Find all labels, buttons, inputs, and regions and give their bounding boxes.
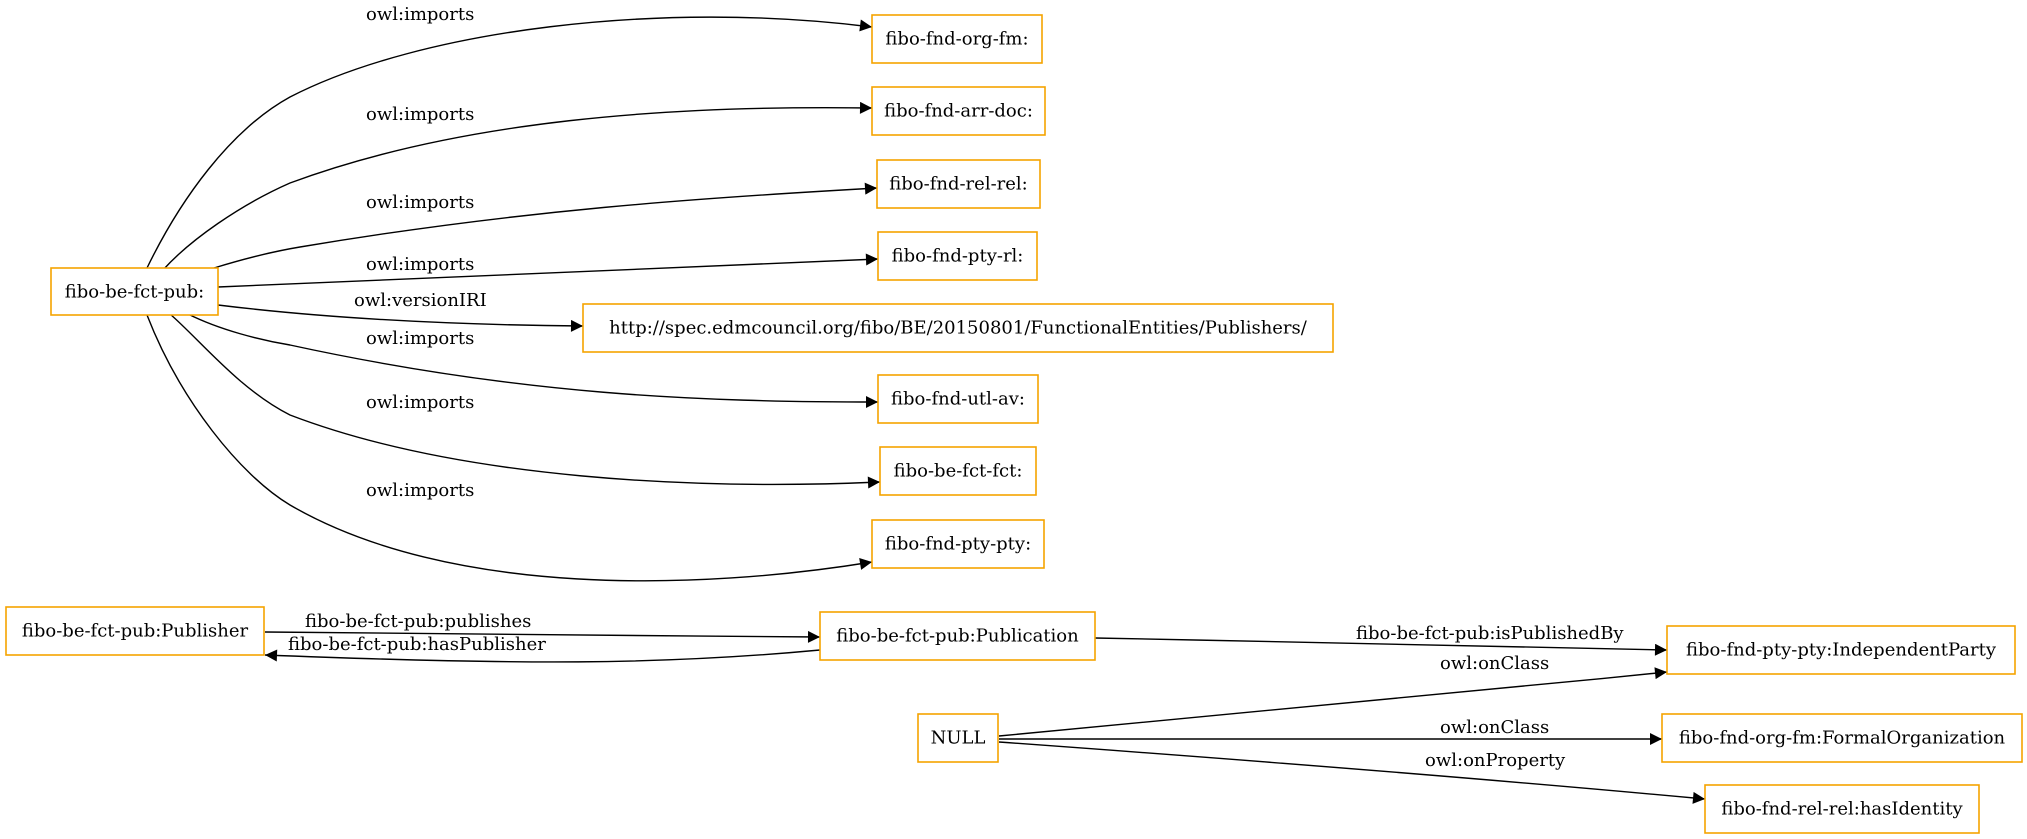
edge-imports-fct-fct	[169, 313, 881, 489]
node-pty-pty[interactable]: fibo-fnd-pty-pty:	[871, 519, 1045, 569]
node-label: http://spec.edmcouncil.org/fibo/BE/20150…	[609, 318, 1308, 339]
edge-label-imports-pty-rl: owl:imports	[366, 254, 474, 275]
node-label: fibo-fnd-org-fm:FormalOrganization	[1679, 728, 2006, 749]
node-label: NULL	[931, 728, 986, 749]
edge-imports-utl-av	[187, 313, 879, 408]
node-version-iri[interactable]: http://spec.edmcouncil.org/fibo/BE/20150…	[582, 303, 1334, 353]
node-label: fibo-fnd-rel-rel:hasIdentity	[1721, 799, 1963, 820]
edge-imports-arr-doc	[162, 101, 873, 271]
node-fct-fct[interactable]: fibo-be-fct-fct:	[879, 446, 1037, 496]
node-label: fibo-be-fct-pub:	[65, 282, 204, 303]
edge-label-imports-utl-av: owl:imports	[366, 328, 474, 349]
edge-version-iri	[217, 304, 584, 332]
edge-label-imports-pty-pty: owl:imports	[366, 480, 474, 501]
node-label: fibo-fnd-utl-av:	[891, 389, 1025, 410]
edge-imports-org-fm	[146, 16, 873, 269]
edge-label-version-iri: owl:versionIRI	[354, 290, 487, 311]
edge-label-is-published-by: fibo-be-fct-pub:isPublishedBy	[1356, 623, 1624, 644]
node-label: fibo-fnd-pty-rl:	[892, 246, 1024, 267]
node-pub-ontology[interactable]: fibo-be-fct-pub:	[50, 267, 219, 316]
node-publication[interactable]: fibo-be-fct-pub:Publication	[819, 611, 1096, 661]
node-org-fm[interactable]: fibo-fnd-org-fm:	[871, 14, 1043, 64]
node-publisher[interactable]: fibo-be-fct-pub:Publisher	[5, 606, 265, 656]
node-independent-party[interactable]: fibo-fnd-pty-pty:IndependentParty	[1666, 625, 2016, 675]
edge-on-class-independent	[998, 667, 1668, 737]
node-label: fibo-be-fct-pub:Publication	[836, 626, 1079, 647]
edge-label-imports-arr-doc: owl:imports	[366, 104, 474, 125]
node-pty-rl[interactable]: fibo-fnd-pty-rl:	[877, 231, 1038, 281]
node-label: fibo-be-fct-fct:	[894, 461, 1023, 482]
edge-publishes	[264, 630, 821, 643]
edge-has-publisher	[264, 649, 821, 663]
node-label: fibo-fnd-rel-rel:	[889, 174, 1027, 195]
node-null[interactable]: NULL	[917, 713, 999, 763]
edge-label-publishes: fibo-be-fct-pub:publishes	[305, 611, 531, 632]
node-label: fibo-fnd-arr-doc:	[884, 101, 1033, 122]
edge-imports-pty-rl	[217, 253, 879, 288]
node-label: fibo-fnd-pty-pty:IndependentParty	[1686, 640, 1997, 661]
edge-labels: owl:imports owl:imports owl:imports owl:…	[288, 4, 1624, 771]
edge-on-property	[998, 741, 1706, 804]
edge-label-has-publisher: fibo-be-fct-pub:hasPublisher	[288, 634, 546, 655]
node-label: fibo-fnd-pty-pty:	[885, 534, 1031, 555]
edge-is-published-by	[1094, 637, 1668, 656]
edges	[146, 16, 1706, 804]
edge-imports-rel-rel	[213, 182, 878, 269]
node-formal-organization[interactable]: fibo-fnd-org-fm:FormalOrganization	[1661, 713, 2023, 763]
edge-label-imports-rel-rel: owl:imports	[366, 192, 474, 213]
edge-label-imports-fct-fct: owl:imports	[366, 392, 474, 413]
node-has-identity[interactable]: fibo-fnd-rel-rel:hasIdentity	[1704, 784, 1980, 834]
node-arr-doc[interactable]: fibo-fnd-arr-doc:	[871, 86, 1046, 136]
edge-label-imports-org-fm: owl:imports	[366, 4, 474, 25]
edge-imports-pty-pty	[146, 314, 873, 582]
node-label: fibo-fnd-org-fm:	[885, 29, 1028, 50]
node-rel-rel[interactable]: fibo-fnd-rel-rel:	[876, 159, 1041, 209]
edge-label-on-class-formal: owl:onClass	[1440, 717, 1549, 738]
node-label: fibo-be-fct-pub:Publisher	[22, 621, 249, 642]
node-utl-av[interactable]: fibo-fnd-utl-av:	[877, 374, 1039, 424]
nodes: fibo-be-fct-pub: fibo-fnd-org-fm: fibo-f…	[5, 14, 2023, 834]
edge-label-on-class-independent: owl:onClass	[1440, 653, 1549, 674]
edge-label-on-property: owl:onProperty	[1425, 750, 1566, 771]
